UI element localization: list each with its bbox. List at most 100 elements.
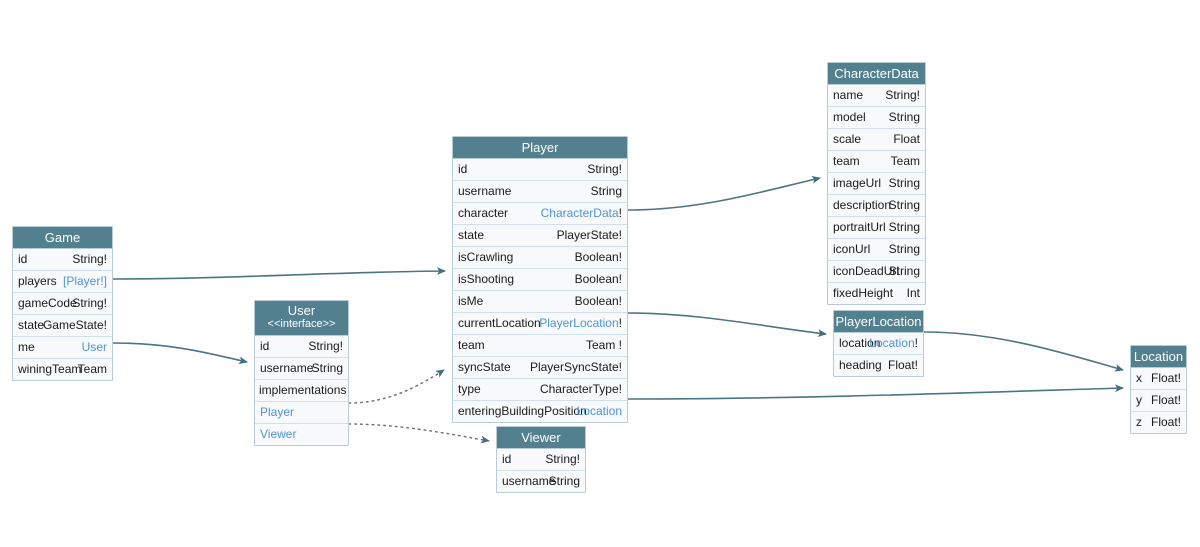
- field-type: Team: [77, 362, 107, 376]
- field-row-player-team[interactable]: team Team !: [453, 335, 627, 357]
- field-row-player-syncstate[interactable]: syncState PlayerSyncState!: [453, 357, 627, 379]
- edge-player-character-to-characterdata: [627, 176, 821, 211]
- field-row-player-id[interactable]: id String!: [453, 159, 627, 181]
- field-row-game-id[interactable]: id String!: [13, 249, 112, 271]
- field-type[interactable]: Location: [576, 404, 622, 418]
- field-row-user-id[interactable]: id String!: [255, 336, 348, 358]
- class-box-user[interactable]: User <<interface>> id String! username S…: [254, 300, 349, 446]
- class-title-user: User <<interface>>: [255, 301, 348, 336]
- field-row-player-character[interactable]: character CharacterData!: [453, 203, 627, 225]
- class-box-game[interactable]: Game id String! players [Player!] gameCo…: [12, 226, 113, 381]
- field-name: isMe: [458, 294, 484, 308]
- field-type-link[interactable]: PlayerLocation: [539, 316, 619, 330]
- class-title-viewer: Viewer: [497, 427, 585, 449]
- field-row-game-state[interactable]: state GameState!: [13, 315, 112, 337]
- field-row-location-z[interactable]: z Float!: [1131, 412, 1186, 433]
- field-name: id: [18, 252, 28, 266]
- field-type: Float!: [1150, 415, 1181, 429]
- field-row-playerlocation-heading[interactable]: heading Float!: [834, 355, 923, 376]
- field-type: Boolean!: [574, 250, 622, 264]
- field-name: type: [458, 382, 481, 396]
- field-type[interactable]: User: [81, 340, 107, 354]
- field-row-playerlocation-location[interactable]: location Location!: [834, 333, 923, 355]
- field-row-characterdata-name[interactable]: name String!: [828, 85, 925, 107]
- field-type: String!: [587, 162, 622, 176]
- field-row-game-players[interactable]: players [Player!]: [13, 271, 112, 293]
- field-name: syncState: [458, 360, 511, 374]
- field-name: id: [260, 339, 270, 353]
- field-type: Team: [890, 154, 920, 168]
- field-row-game-winingteam[interactable]: winingTeam Team: [13, 359, 112, 380]
- section-header-implementations: implementations: [255, 380, 348, 402]
- field-type[interactable]: [Player!]: [62, 274, 107, 288]
- implementation-name[interactable]: Player: [260, 405, 295, 419]
- field-row-characterdata-portraiturl[interactable]: portraitUrl String: [828, 217, 925, 239]
- class-title-game: Game: [13, 227, 112, 249]
- field-type-link[interactable]: CharacterData: [540, 206, 619, 220]
- field-row-player-iscrawling[interactable]: isCrawling Boolean!: [453, 247, 627, 269]
- field-name: username: [502, 474, 556, 488]
- field-type[interactable]: Location!: [869, 333, 918, 354]
- class-box-player[interactable]: Player id String! username String charac…: [452, 136, 628, 423]
- field-row-characterdata-description[interactable]: description String: [828, 195, 925, 217]
- field-name: players: [18, 274, 57, 288]
- field-row-viewer-id[interactable]: id String!: [497, 449, 585, 471]
- field-row-game-me[interactable]: me User: [13, 337, 112, 359]
- field-row-user-username[interactable]: username String: [255, 358, 348, 380]
- field-type-link[interactable]: Location: [869, 336, 915, 350]
- field-type: String!: [72, 252, 107, 266]
- field-row-player-username[interactable]: username String: [453, 181, 627, 203]
- implementation-row-player[interactable]: Player: [255, 402, 348, 424]
- class-box-location[interactable]: Location x Float! y Float! z Float!: [1130, 345, 1187, 434]
- field-name: scale: [833, 132, 862, 146]
- field-type: GameState!: [42, 318, 107, 332]
- field-row-characterdata-model[interactable]: model String: [828, 107, 925, 129]
- class-box-playerlocation[interactable]: PlayerLocation location Location! headin…: [833, 310, 924, 377]
- field-row-characterdata-imageurl[interactable]: imageUrl String: [828, 173, 925, 195]
- field-name: z: [1136, 415, 1142, 429]
- edge-user-impl-viewer: [348, 423, 490, 444]
- field-row-location-y[interactable]: y Float!: [1131, 390, 1186, 412]
- field-type-suffix: !: [618, 206, 622, 220]
- field-type: String: [548, 474, 580, 488]
- field-type: String: [888, 264, 920, 278]
- field-row-characterdata-iconurl[interactable]: iconUrl String: [828, 239, 925, 261]
- field-row-player-isshooting[interactable]: isShooting Boolean!: [453, 269, 627, 291]
- field-row-player-state[interactable]: state PlayerState!: [453, 225, 627, 247]
- field-row-location-x[interactable]: x Float!: [1131, 368, 1186, 390]
- field-type: Int: [906, 286, 920, 300]
- field-name: team: [458, 338, 485, 352]
- field-type-suffix: !: [618, 316, 622, 330]
- implementation-name[interactable]: Viewer: [260, 427, 297, 441]
- class-name-user: User: [287, 303, 316, 318]
- field-row-player-type[interactable]: type CharacterType!: [453, 379, 627, 401]
- class-box-characterdata[interactable]: CharacterData name String! model String …: [827, 62, 926, 305]
- field-name: isShooting: [458, 272, 515, 286]
- implementation-row-viewer[interactable]: Viewer: [255, 424, 348, 445]
- field-type: String: [888, 220, 920, 234]
- field-row-characterdata-scale[interactable]: scale Float: [828, 129, 925, 151]
- field-name: description: [833, 198, 892, 212]
- edge-player-enteringbuildingposition-to-location: [627, 384, 1124, 400]
- field-name: winingTeam: [18, 362, 82, 376]
- class-box-viewer[interactable]: Viewer id String! username String: [496, 426, 586, 493]
- field-row-player-isme[interactable]: isMe Boolean!: [453, 291, 627, 313]
- field-name: location: [839, 336, 881, 350]
- field-row-player-currentlocation[interactable]: currentLocation PlayerLocation!: [453, 313, 627, 335]
- field-row-game-gamecode[interactable]: gameCode String!: [13, 293, 112, 315]
- field-name: enteringBuildingPosition: [458, 404, 587, 418]
- field-row-player-enteringbuildingposition[interactable]: enteringBuildingPosition Location: [453, 401, 627, 422]
- field-row-characterdata-icondeadurl[interactable]: iconDeadUrl String: [828, 261, 925, 283]
- field-type: String: [888, 176, 920, 190]
- field-name: character: [458, 206, 509, 220]
- field-name: portraitUrl: [833, 220, 886, 234]
- class-title-characterdata: CharacterData: [828, 63, 925, 85]
- field-type: String!: [72, 296, 107, 310]
- field-row-characterdata-team[interactable]: team Team: [828, 151, 925, 173]
- field-row-characterdata-fixedheight[interactable]: fixedHeight Int: [828, 283, 925, 304]
- field-row-viewer-username[interactable]: username String: [497, 471, 585, 492]
- field-type: String: [590, 184, 622, 198]
- field-type[interactable]: PlayerLocation!: [539, 313, 622, 334]
- field-type: String: [311, 361, 343, 375]
- field-type[interactable]: CharacterData!: [541, 203, 622, 224]
